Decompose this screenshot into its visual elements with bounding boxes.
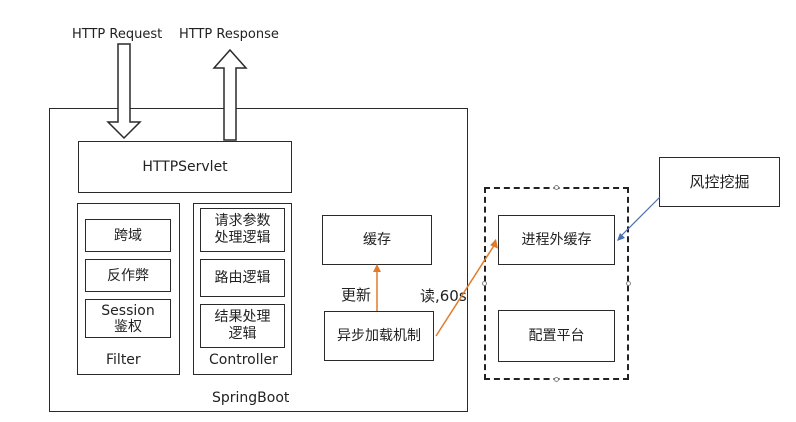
controller-item-result-processing: 结果处理 逻辑 bbox=[200, 304, 285, 348]
httpservlet-box: HTTPServlet bbox=[78, 141, 292, 193]
filter-item-anti-fraud: 反作弊 bbox=[85, 259, 171, 292]
config-platform-box: 配置平台 bbox=[498, 310, 615, 362]
filter-item-cors: 跨域 bbox=[85, 219, 171, 252]
read-label: 读,60s bbox=[420, 287, 467, 305]
filter-label: Filter bbox=[106, 352, 141, 368]
controller-label: Controller bbox=[209, 352, 278, 368]
http-request-label: HTTP Request bbox=[72, 27, 163, 42]
controller-item-routing: 路由逻辑 bbox=[200, 259, 285, 297]
selection-handle bbox=[554, 377, 559, 382]
controller-item-request-params: 请求参数 处理逻辑 bbox=[200, 208, 285, 252]
selection-handle bbox=[554, 185, 559, 190]
update-label: 更新 bbox=[341, 286, 372, 304]
risk-mining-box: 风控挖掘 bbox=[659, 157, 780, 207]
filter-item-session-auth: Session 鉴权 bbox=[85, 299, 171, 338]
http-response-label: HTTP Response bbox=[179, 27, 279, 42]
selection-handle bbox=[626, 281, 631, 286]
selection-handle bbox=[482, 281, 487, 286]
cache-box: 缓存 bbox=[322, 215, 432, 265]
springboot-label: SpringBoot bbox=[212, 390, 290, 406]
external-cache-box: 进程外缓存 bbox=[498, 215, 615, 265]
async-loader-box: 异步加载机制 bbox=[324, 311, 434, 361]
